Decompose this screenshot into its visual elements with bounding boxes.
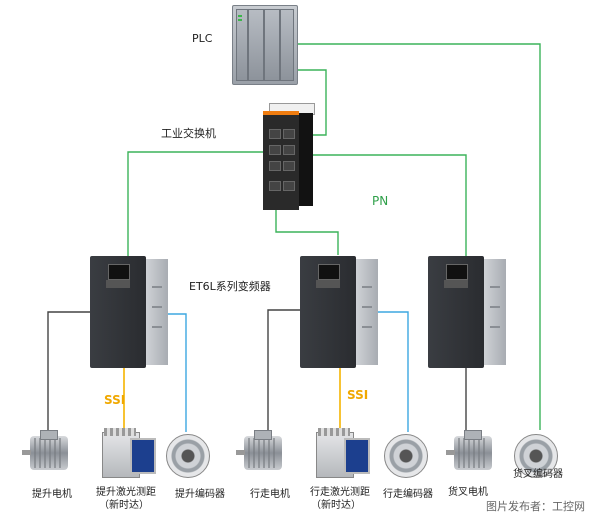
hoist-encoder-label: 提升编码器 — [175, 489, 225, 500]
vfd-travel — [300, 256, 378, 368]
vfd-hoist — [90, 256, 168, 368]
travel-motor-icon — [236, 430, 288, 476]
plc-label: PLC — [192, 32, 213, 45]
hoist-motor-icon — [22, 430, 74, 476]
vfd-fork — [428, 256, 506, 368]
switch-drive2-link — [275, 205, 339, 255]
hoist-motor-label: 提升电机 — [32, 489, 72, 500]
switch-drive1-link — [127, 151, 266, 260]
vfd-series-label: ET6L系列变频器 — [189, 280, 271, 293]
travel-encoder-icon — [382, 432, 428, 478]
hoist-laser-label-1: 提升激光测距 — [96, 487, 156, 498]
travel-motor-label: 行走电机 — [250, 489, 290, 500]
plc-switch-link — [296, 69, 327, 136]
hoist-laser-label-2: （新时达） — [99, 500, 149, 511]
ssi-left-label: SSI — [104, 393, 126, 407]
travel-laser-label-2: （新时达） — [311, 500, 361, 511]
travel-laser-icon — [312, 428, 370, 480]
fork-motor-icon — [446, 430, 498, 476]
drive2-encoder-cable — [378, 311, 409, 432]
hoist-encoder-icon — [164, 432, 210, 478]
plc-fork-encoder-link — [296, 43, 541, 430]
watermark: 图片发布者：工控网 — [486, 500, 585, 513]
plc-icon — [232, 5, 298, 85]
switch-drive3-link — [312, 154, 467, 256]
fork-encoder-label: 货叉编码器 — [513, 469, 563, 480]
pn-label: PN — [372, 194, 389, 208]
switch-label: 工业交换机 — [161, 127, 216, 140]
travel-encoder-label: 行走编码器 — [383, 489, 433, 500]
drive2-motor-cable — [267, 309, 300, 432]
fork-motor-label: 货叉电机 — [448, 487, 488, 498]
drive1-motor-cable — [47, 311, 90, 432]
fork-encoder-icon — [512, 432, 558, 478]
travel-laser-label-1: 行走激光测距 — [310, 487, 370, 498]
hoist-laser-icon — [98, 428, 156, 480]
industrial-switch-icon — [263, 103, 315, 210]
ssi-mid-label: SSI — [347, 388, 369, 402]
